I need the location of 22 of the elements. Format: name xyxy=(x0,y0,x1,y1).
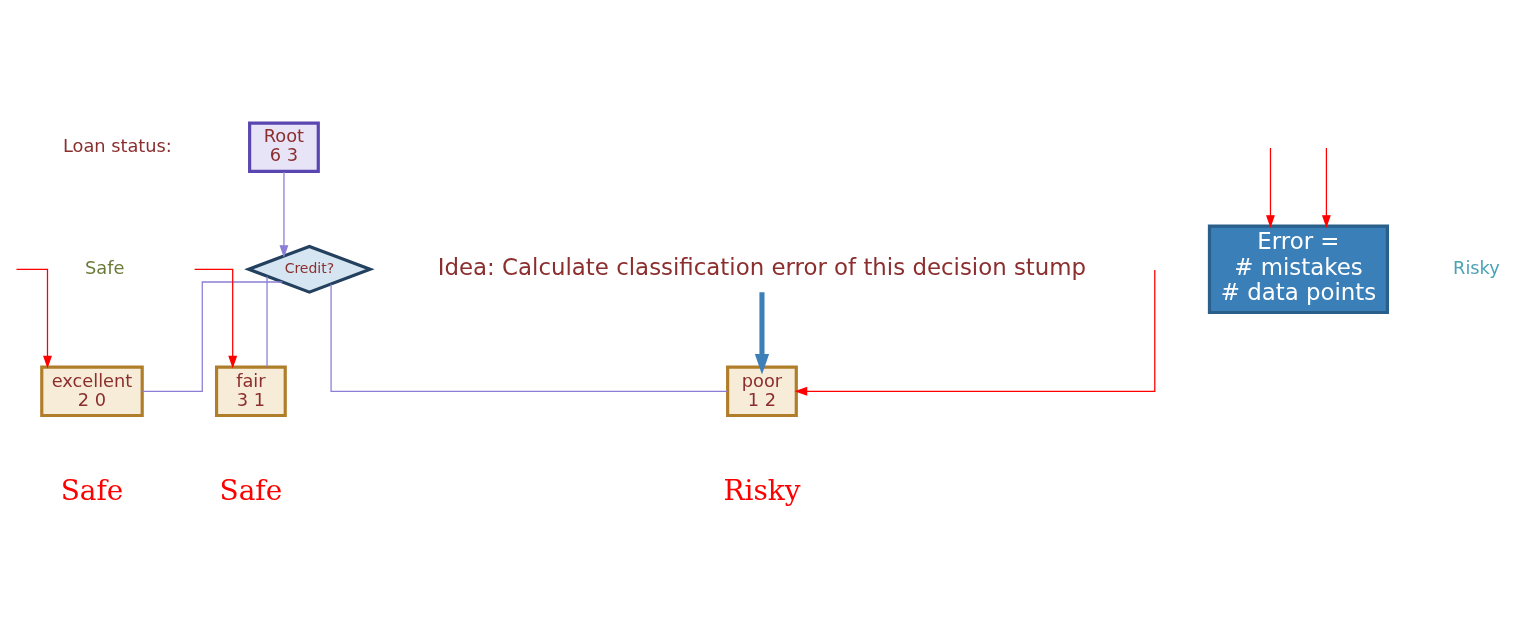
node-box: Error = # mistakes # data points xyxy=(1207,224,1389,315)
arrow xyxy=(1321,147,1331,228)
arrow xyxy=(794,269,1155,396)
node-box: poor 1 2 xyxy=(725,365,798,418)
label: Loan status: xyxy=(62,134,172,156)
node-text: Idea: Calculate classification error of this decision stump xyxy=(437,253,1086,280)
legend-label: Safe xyxy=(84,256,124,278)
connector xyxy=(141,281,283,392)
node-box: Root 6 3 xyxy=(247,121,320,173)
arrow xyxy=(15,268,52,369)
arrow xyxy=(754,292,769,375)
arrow xyxy=(193,268,237,369)
connector xyxy=(265,275,268,368)
node-box: excellent 2 0 xyxy=(39,365,144,418)
legend-label: Risky xyxy=(1452,256,1500,278)
node-box: fair 3 1 xyxy=(214,365,287,418)
node-label: Safe xyxy=(219,474,282,508)
node-label: Safe xyxy=(60,474,123,508)
arrow xyxy=(279,171,288,258)
connector xyxy=(329,283,728,392)
node-label: Risky xyxy=(722,474,800,508)
arrow xyxy=(1265,147,1275,228)
